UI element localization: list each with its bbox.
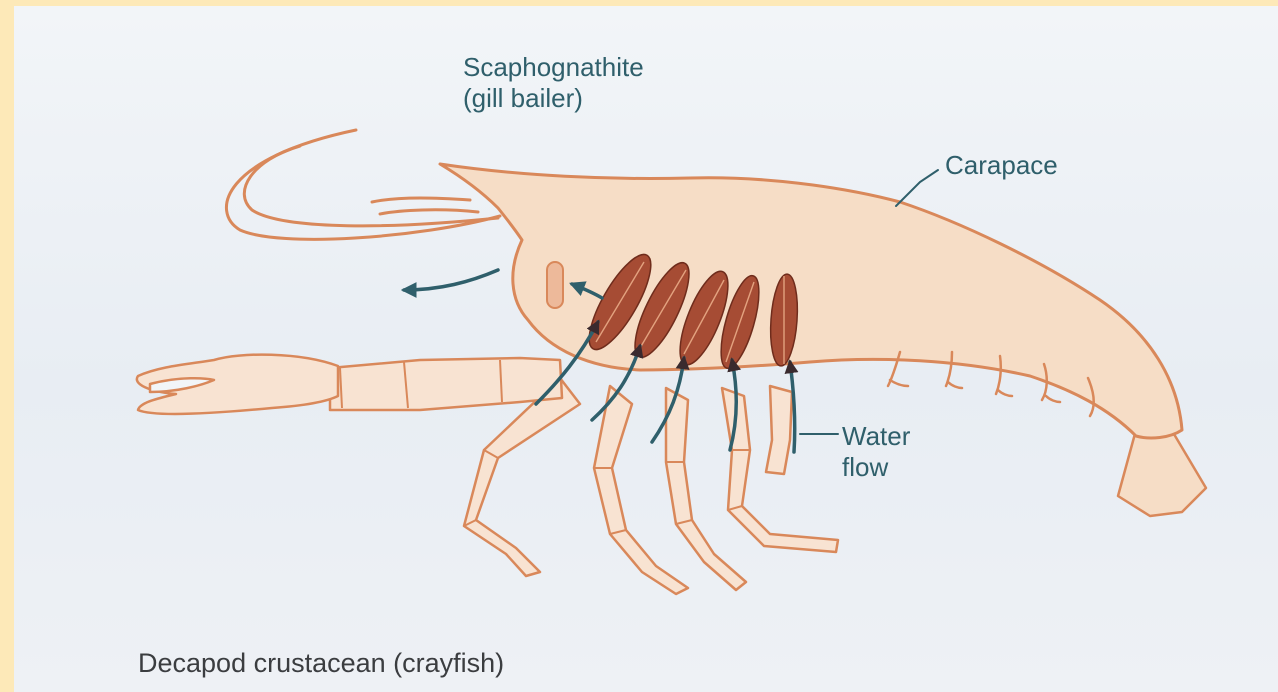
cheliped-arm	[330, 358, 562, 410]
antenna-inner	[244, 146, 498, 226]
scaphognathite	[547, 262, 563, 308]
scaphognathite-label: Scaphognathite (gill bailer)	[463, 52, 644, 114]
antennae	[226, 130, 500, 239]
walking-leg-1	[464, 378, 580, 576]
scaphognathite-label-line2: (gill bailer)	[463, 83, 644, 114]
flow-arrow-exhaust	[404, 270, 498, 290]
water-flow-label-line1: Water	[842, 421, 910, 452]
walking-legs	[464, 378, 838, 594]
carapace-leader	[896, 170, 938, 206]
carapace-label: Carapace	[945, 150, 1058, 181]
antennule-upper	[372, 198, 470, 202]
cheliped	[137, 355, 562, 414]
scaphognathite-label-line1: Scaphognathite	[463, 52, 644, 83]
antennule-lower	[380, 210, 478, 214]
figure-caption: Decapod crustacean (crayfish)	[138, 648, 504, 679]
walking-leg-5	[766, 386, 792, 474]
water-flow-label: Water flow	[842, 421, 910, 483]
water-flow-label-line2: flow	[842, 452, 910, 483]
